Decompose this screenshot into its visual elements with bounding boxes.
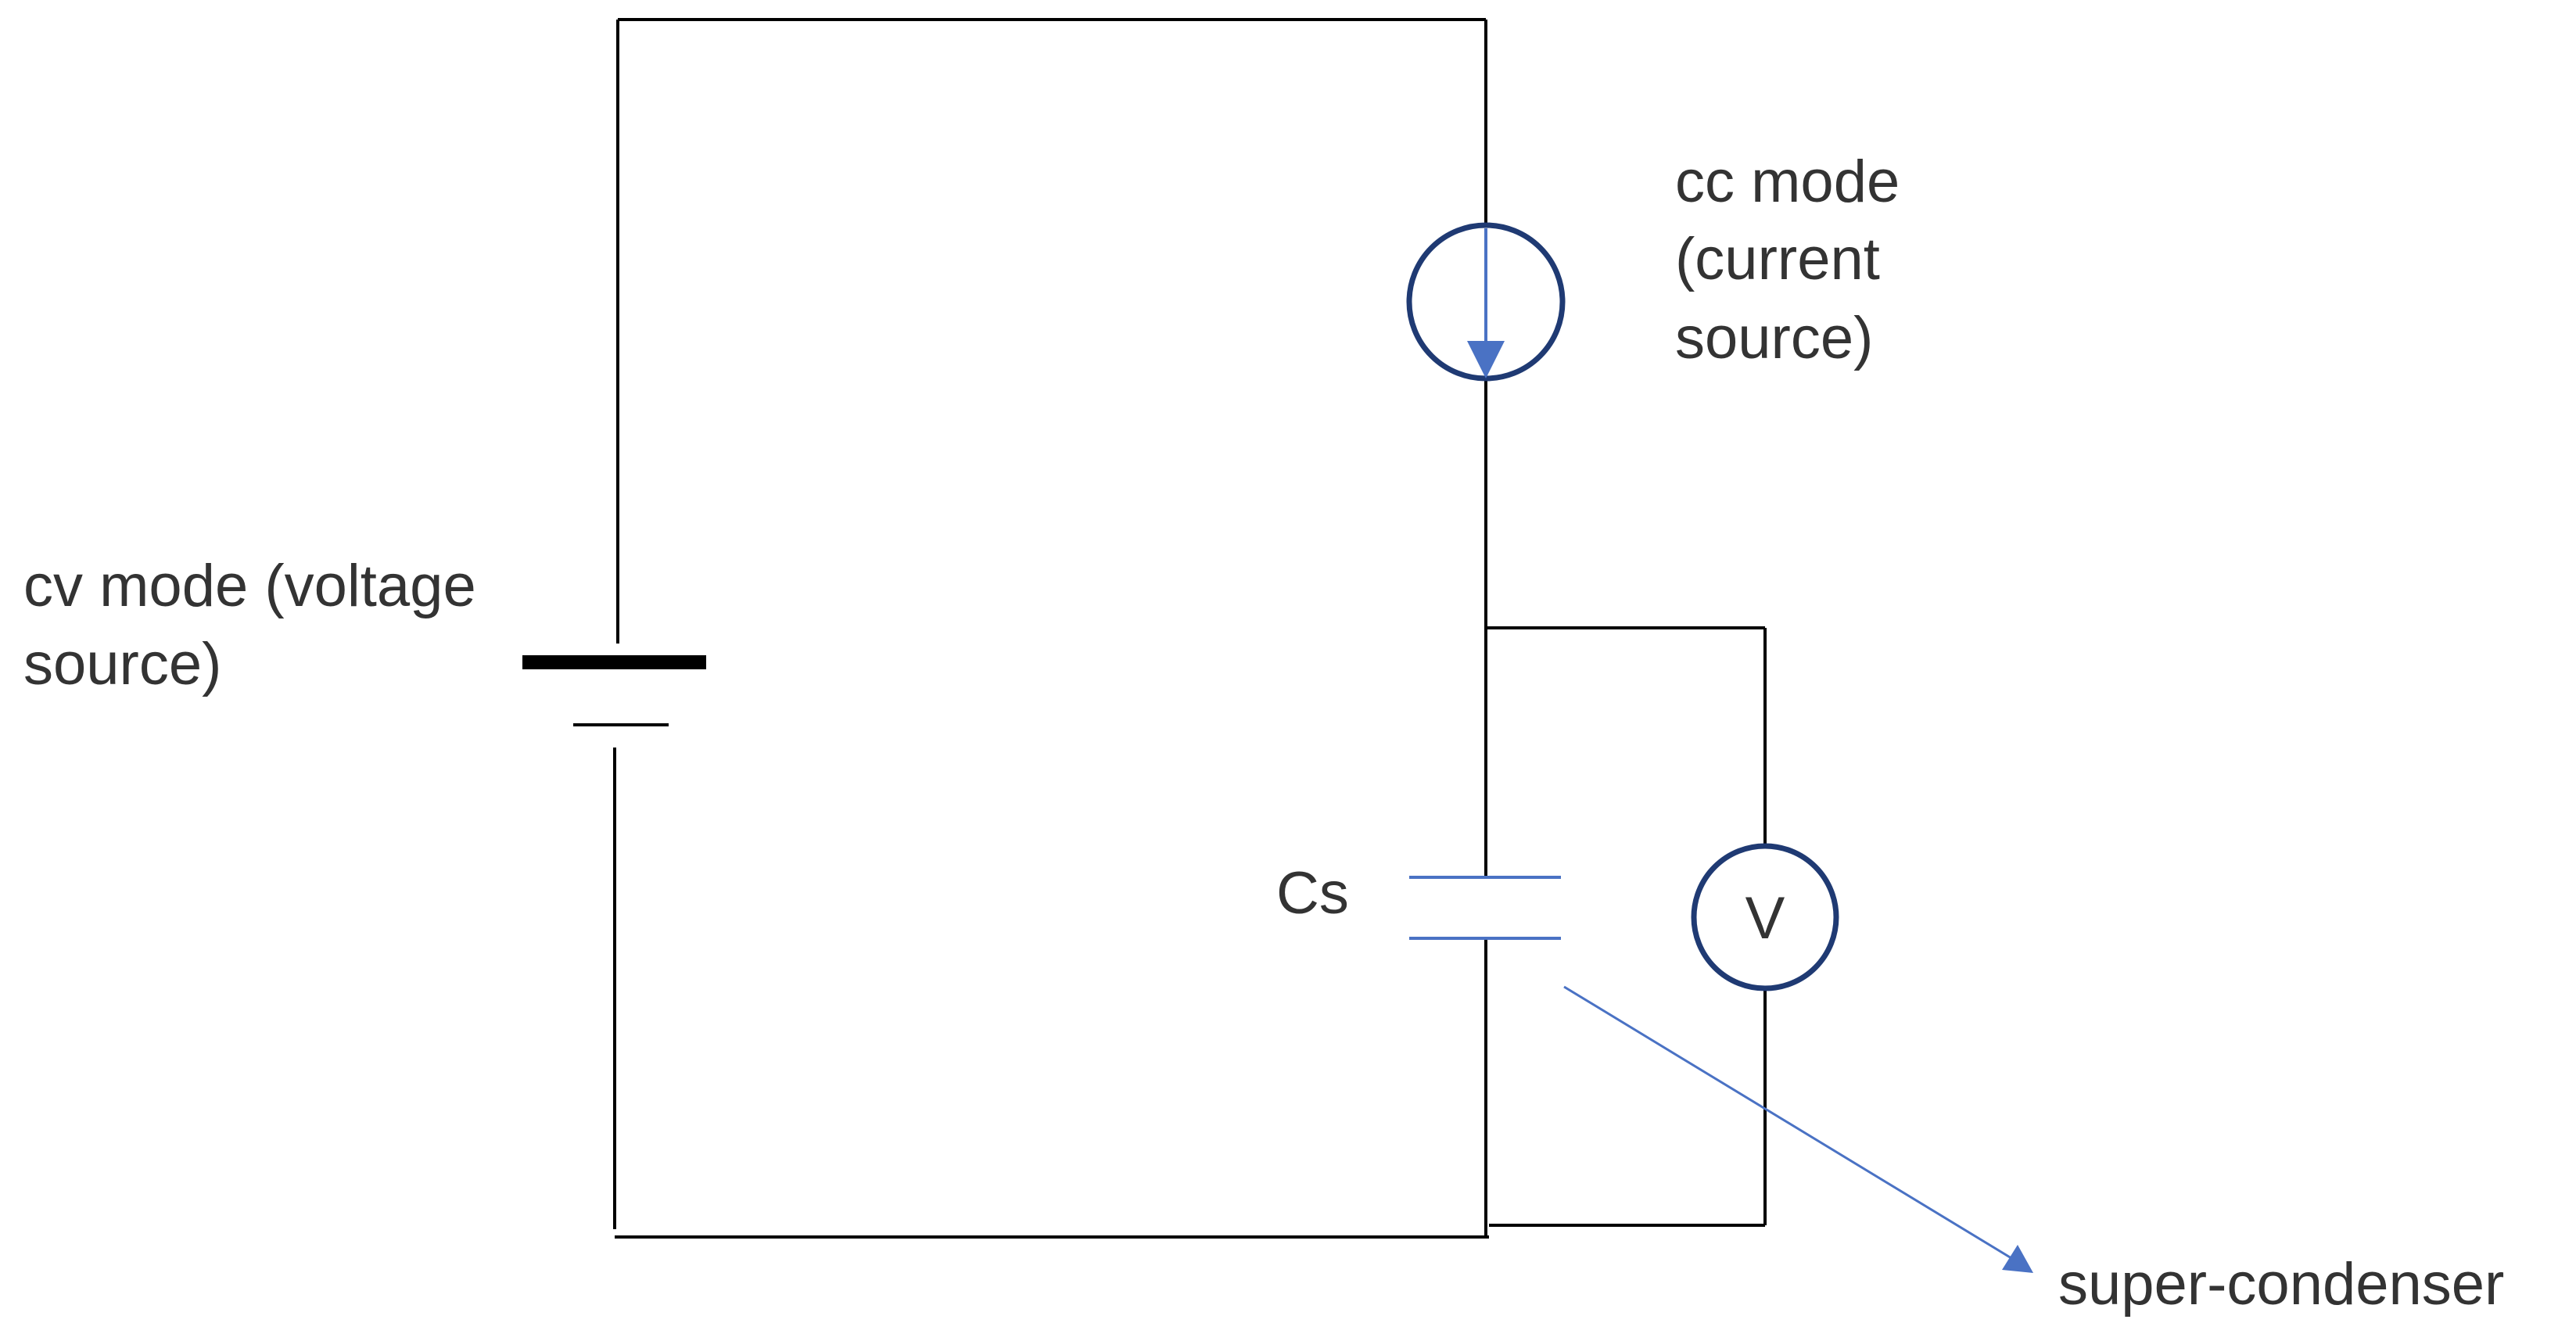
cv-mode-label-line1: cv mode (voltage [23, 553, 476, 619]
circle-with-down-arrow-icon [1406, 222, 1566, 382]
capacitor-icon [1409, 876, 1561, 940]
capacitor-label: Cs [1276, 860, 1349, 927]
cc-mode-label-line2: (current [1675, 226, 1880, 292]
battery-long-plate [522, 655, 706, 669]
battery-cell-icon [522, 655, 706, 726]
current-arrow-head [1467, 341, 1505, 378]
circle-v-icon: V [1691, 843, 1839, 991]
super-condenser-label: super-condenser [2058, 1251, 2504, 1318]
pointer-arrow-line [1563, 985, 2026, 1268]
cv-mode-label-line2: source) [23, 631, 221, 697]
voltmeter-label: V [1745, 885, 1785, 952]
cc-mode-label-line3: source) [1675, 305, 1873, 371]
pointer-arrow-head [2002, 1245, 2033, 1273]
cc-mode-label-line1: cc mode [1675, 149, 1900, 215]
voltmeter-ring [1691, 843, 1839, 991]
